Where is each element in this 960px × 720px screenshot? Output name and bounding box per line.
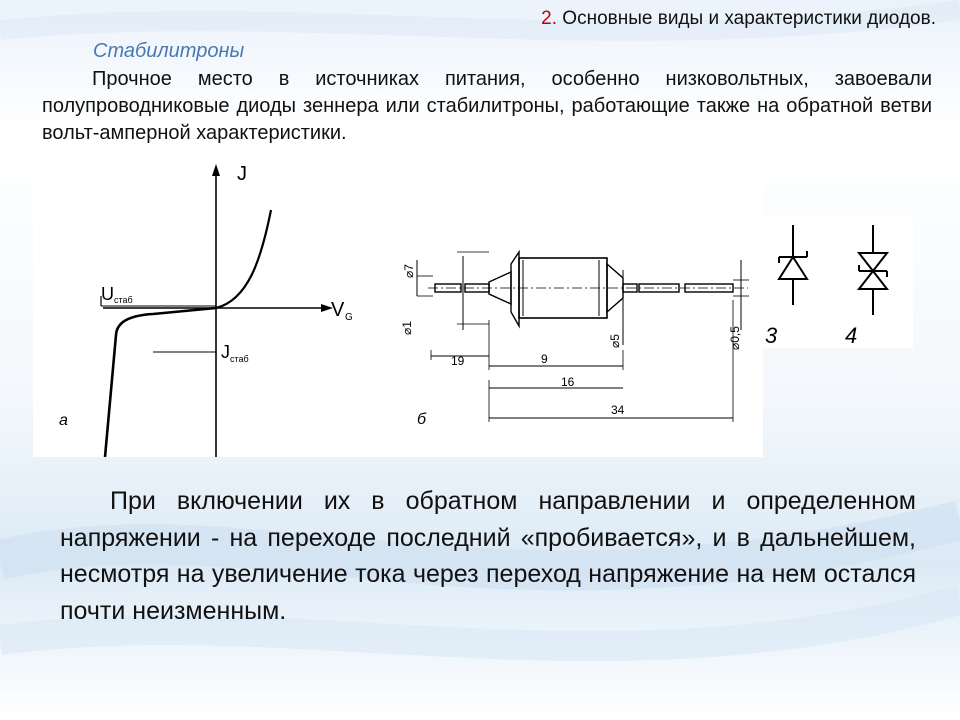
zener-symbols: 3 4 bbox=[763, 215, 913, 348]
slide-title-number: 2. bbox=[541, 8, 558, 29]
slide-title-text: Основные виды и характеристики диодов. bbox=[557, 8, 936, 29]
u-stab-sub: стаб bbox=[114, 295, 133, 305]
diode-figure-svg: J V G U стаб J стаб а bbox=[59, 163, 749, 458]
graph-x-sub: G bbox=[345, 312, 353, 323]
dim-9: 9 bbox=[541, 352, 548, 366]
dim-d7: ⌀7 bbox=[402, 264, 416, 278]
j-stab-sub: стаб bbox=[230, 354, 249, 364]
zener-symbol-4 bbox=[856, 225, 890, 315]
symbol-label-3: 3 bbox=[765, 323, 778, 348]
graph-reverse-curve bbox=[103, 306, 217, 458]
graph-forward-curve bbox=[215, 209, 273, 310]
dim-34: 34 bbox=[611, 403, 625, 417]
intro-paragraph: Прочное место в источниках питания, особ… bbox=[42, 68, 932, 144]
dim-19: 19 bbox=[451, 354, 465, 368]
zener-symbol-3 bbox=[777, 225, 809, 305]
graph-y-arrow bbox=[212, 164, 220, 176]
graph-x-arrow bbox=[321, 304, 333, 312]
dim-d1: ⌀1 bbox=[400, 321, 414, 335]
slide-title: 2. Основные виды и характеристики диодов… bbox=[541, 8, 936, 30]
diode-figure: J V G U стаб J стаб а bbox=[33, 160, 763, 458]
zener-symbols-svg: 3 4 bbox=[765, 225, 890, 348]
u-stab-label: U bbox=[101, 284, 114, 304]
graph-panel-label: а bbox=[59, 412, 68, 429]
body-paragraph: При включении их в обратном направлении … bbox=[60, 487, 916, 625]
j-stab-label: J bbox=[221, 342, 230, 362]
drawing-panel-label: б bbox=[417, 411, 427, 428]
diode-drawing: ⌀7 ⌀1 ⌀5 ⌀0,5 19 9 16 34 б bbox=[400, 249, 749, 428]
graph-x-label: V bbox=[331, 299, 345, 321]
dim-d05: ⌀0,5 bbox=[728, 326, 742, 350]
dim-d5: ⌀5 bbox=[608, 334, 622, 348]
graph-y-label: J bbox=[237, 163, 247, 185]
dim-16: 16 bbox=[561, 375, 575, 389]
symbol-label-4: 4 bbox=[845, 323, 857, 348]
section-subtitle: Стабилитроны bbox=[93, 40, 245, 62]
